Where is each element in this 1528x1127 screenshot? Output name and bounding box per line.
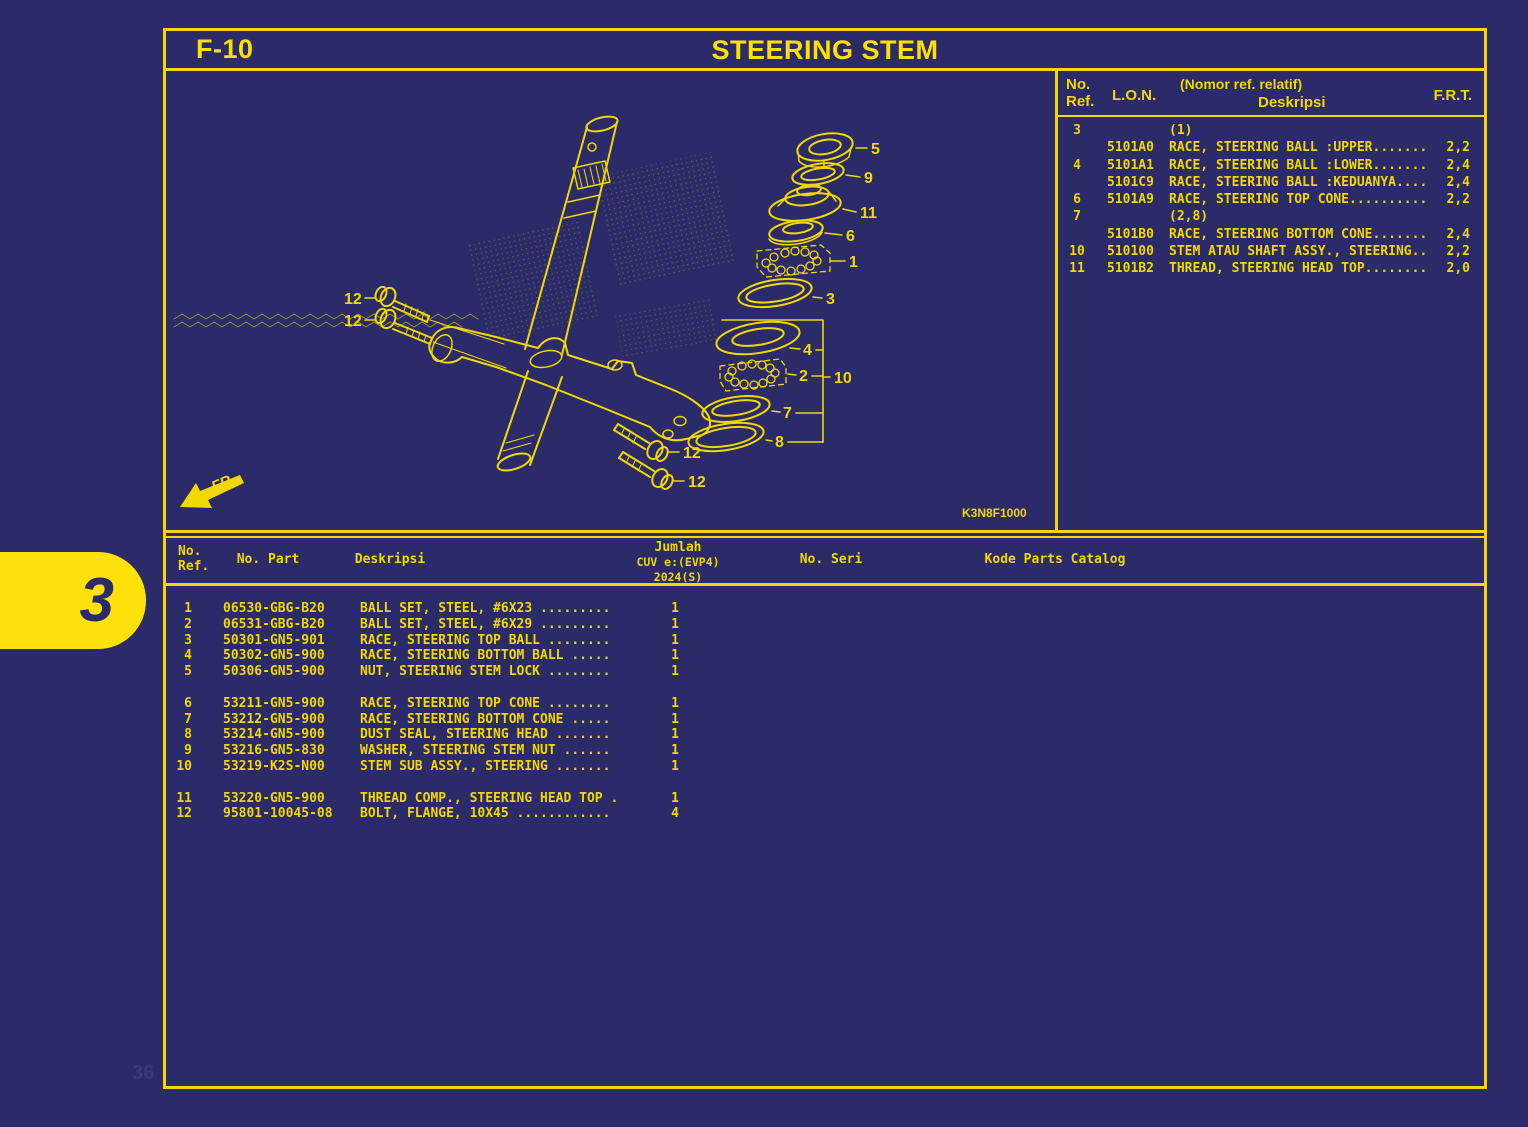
callout-12b: 12 [344, 313, 362, 330]
ref-header-lon: L.O.N. [1112, 87, 1157, 104]
ref-table-panel: No. Ref. L.O.N. (Nomor ref. relatif) Des… [1055, 71, 1484, 530]
callout-2: 2 [799, 368, 808, 385]
stem-shaft [524, 115, 619, 356]
callout-4: 4 [803, 342, 812, 359]
fr-label: FR. [209, 471, 238, 496]
flange-bolt-bottom-1 [613, 423, 669, 462]
part-6-top-cone-race [768, 219, 824, 246]
callout-leaders [364, 147, 868, 482]
part-4-bottom-ball-race [715, 320, 801, 356]
part-7-bottom-cone-race [701, 395, 771, 423]
callout-12d: 12 [688, 474, 706, 491]
ref-row[interactable]: 3(1) [1073, 123, 1193, 138]
diagram-code: K3N8F1000 [962, 506, 1027, 520]
part-1-ball-set [756, 244, 831, 278]
parts-header-kode: Kode Parts Catalog [984, 552, 1126, 567]
part-2-ball-set [719, 358, 787, 392]
part-9-washer [791, 162, 845, 186]
callout-6: 6 [846, 228, 855, 245]
callout-11: 11 [860, 205, 877, 222]
callout-5: 5 [871, 141, 880, 158]
parts-header-jumlah: Jumlah CUV e:(EVP4) 2024(S) [636, 540, 720, 584]
chapter-tab-3[interactable]: 3 [0, 552, 146, 649]
page-watermark: 36 [132, 1062, 155, 1084]
parts-table-header: No. Ref. No. Part Deskripsi Jumlah CUV e… [166, 536, 1484, 586]
callout-12c: 12 [683, 445, 701, 462]
ref-header-desk-sup: (Nomor ref. relatif) [1180, 76, 1303, 92]
flange-bolt-lower-left [374, 307, 507, 369]
part-3-top-ball-race [737, 277, 813, 309]
fr-direction-arrow: FR. [180, 471, 244, 508]
ref-header-no: No. Ref. [1066, 76, 1095, 110]
callout-labels: 5 9 11 6 1 3 4 2 10 7 8 12 12 12 [344, 141, 880, 491]
callout-12a: 12 [344, 291, 362, 308]
callout-3: 3 [826, 291, 835, 308]
chapter-tab-label: 3 [79, 565, 114, 635]
ref-table-header: No. Ref. L.O.N. (Nomor ref. relatif) Des… [1058, 71, 1484, 117]
callout-7: 7 [783, 405, 792, 422]
ref-header-desk: Deskripsi [1258, 94, 1326, 111]
page-title: STEERING STEM [711, 35, 939, 65]
flange-bolt-upper-left [374, 285, 505, 345]
halftone-shading [464, 151, 737, 358]
section-code: F-10 [196, 34, 254, 64]
bottom-bridge [428, 326, 711, 472]
exploded-diagram: 5 9 11 6 1 3 4 2 10 7 8 12 12 12 [166, 71, 1055, 530]
header-band: F-10 STEERING STEM [166, 31, 1484, 71]
part-11-thread-comp [768, 183, 842, 222]
steering-stem-drawing: 5 9 11 6 1 3 4 2 10 7 8 12 12 12 [173, 115, 1027, 520]
frame-hatch-band [173, 313, 479, 328]
callout-9: 9 [864, 170, 873, 187]
content-row: 5 9 11 6 1 3 4 2 10 7 8 12 12 12 [166, 71, 1484, 533]
row-group-gap [166, 775, 1484, 791]
ref-header-frt: F.R.T. [1433, 87, 1472, 104]
page-frame: F-10 STEERING STEM [163, 28, 1487, 1089]
row-group-gap [166, 680, 1484, 696]
callout-8: 8 [775, 434, 784, 451]
callout-10: 10 [834, 370, 852, 387]
flange-bolt-bottom-2 [618, 451, 674, 490]
ref-row[interactable]: 7(2,8) [1073, 209, 1209, 225]
parts-header-no-seri: No. Seri [799, 552, 863, 567]
parts-header-no: No. Ref. [178, 544, 210, 574]
parts-header-deskripsi: Deskripsi [354, 552, 426, 567]
parts-header-no-part: No. Part [236, 552, 300, 567]
part-8-dust-seal [687, 421, 765, 453]
callout-1: 1 [849, 254, 858, 271]
